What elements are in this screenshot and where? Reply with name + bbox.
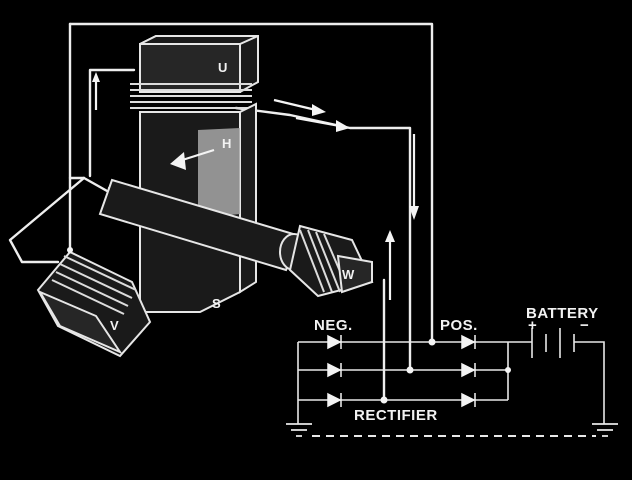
rotor-cylinder (98, 178, 302, 272)
pos-label: POS. (440, 317, 478, 334)
pole-s-label: S (212, 296, 221, 311)
field-band (198, 128, 240, 218)
field-arrowhead (170, 152, 186, 170)
pole-u-label: U (218, 60, 227, 75)
v-pole-face (37, 289, 123, 355)
w-coil (299, 229, 349, 293)
battery (508, 328, 605, 424)
ground-right (592, 423, 618, 437)
u-coil-lead-wire (88, 68, 136, 178)
ground-left (286, 423, 312, 437)
rectifier-bridge (67, 247, 511, 424)
v-coil (51, 255, 137, 315)
v-coil-lead-left (8, 176, 86, 264)
stator-core (130, 35, 259, 313)
battery-label: BATTERY (526, 305, 599, 322)
neg-label: NEG. (314, 317, 353, 334)
pos-diodes (461, 334, 476, 408)
pole-v-label: V (110, 318, 119, 333)
field-h-label: H (222, 136, 231, 151)
star-point-wire (68, 176, 86, 252)
stator-column-side (239, 102, 257, 294)
battery-minus-label: − (580, 317, 589, 334)
top-loop-wire (68, 22, 434, 344)
neg-diodes (327, 334, 342, 408)
rectifier-label: RECTIFIER (354, 407, 438, 424)
current-arrows (92, 72, 419, 300)
rotor-w (98, 178, 374, 298)
u-pole-top (139, 35, 259, 45)
pole-v (36, 250, 152, 358)
ground-return (286, 423, 618, 437)
u-coil (130, 83, 252, 109)
w-pole-face (336, 254, 373, 294)
battery-plus-label: + (528, 317, 537, 334)
pole-w-label: W (342, 267, 355, 282)
